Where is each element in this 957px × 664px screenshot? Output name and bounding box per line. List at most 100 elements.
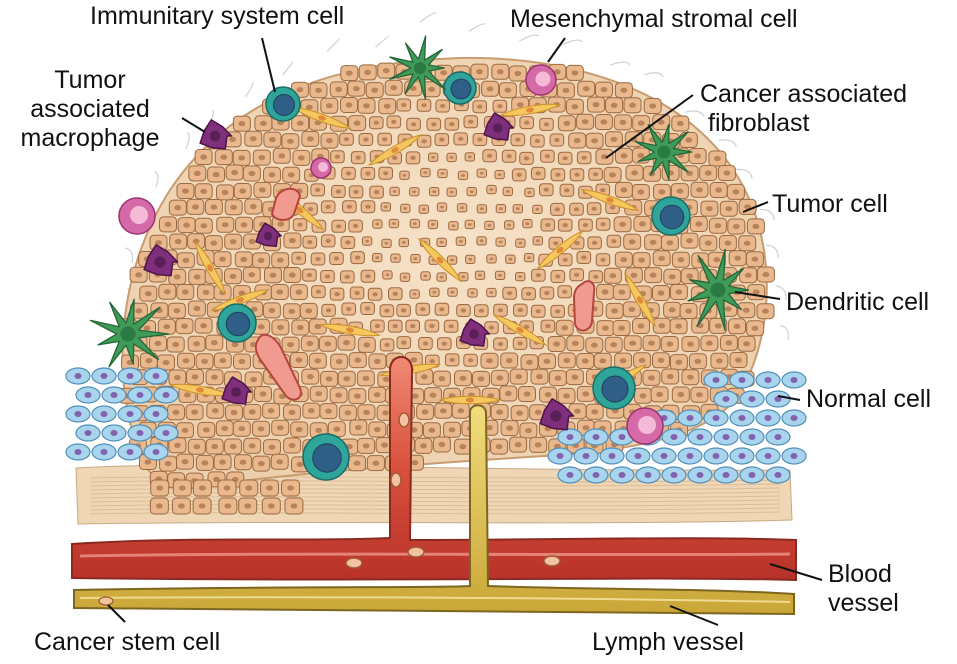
tumor-cell-nucleus: [183, 222, 191, 228]
tumor-cell-nucleus: [402, 173, 407, 177]
tumor-cell-nucleus: [238, 155, 246, 161]
tumor-cell-nucleus: [345, 171, 352, 176]
tumor-cell-nucleus: [295, 289, 303, 295]
normal-cell-nucleus: [748, 434, 756, 440]
tumor-cell-nucleus: [590, 342, 598, 348]
tumor-cell-nucleus: [497, 173, 502, 177]
tumor-cell-nucleus: [250, 376, 257, 383]
tumor-cell-nucleus: [173, 274, 181, 280]
tumor-cell-nucleus: [335, 359, 343, 365]
dendritic-cells: [89, 35, 750, 368]
normal-cell-nucleus: [670, 472, 678, 478]
tumor-cell-nucleus: [155, 503, 163, 509]
tumor-cell-nucleus: [668, 274, 676, 280]
cancer-associated-fibroblast: [580, 189, 640, 211]
tumor-cell-nucleus: [609, 205, 616, 210]
tumor-cell-nucleus: [592, 172, 599, 177]
tumor-cell-nucleus: [479, 171, 484, 175]
tumor-cell-nucleus: [229, 443, 237, 450]
tumor-cell-nucleus: [248, 272, 256, 278]
normal-cell-nucleus: [738, 377, 746, 383]
tumor-cell-nucleus: [276, 425, 284, 431]
tumor-cell-nucleus: [694, 153, 701, 159]
normal-cell-nucleus: [790, 453, 798, 459]
normal-cell-nucleus: [152, 411, 160, 417]
tumor-cell-nucleus: [629, 340, 637, 346]
tumor-cell-nucleus: [221, 425, 229, 431]
tumor-cell-nucleus: [461, 174, 465, 177]
fibroblast-nucleus: [236, 297, 244, 303]
normal-cell-nucleus: [126, 411, 134, 417]
tumor-cell-nucleus: [695, 221, 703, 227]
label-mesenchymal-stromal-cell: Mesenchymal stromal cell: [510, 5, 798, 33]
tumor-cell-nucleus: [244, 503, 252, 509]
tumor-cell-nucleus: [704, 170, 712, 176]
fiber-stroke: [735, 168, 753, 179]
tumor-cell-nucleus: [325, 308, 332, 313]
tumor-cell-nucleus: [239, 459, 247, 465]
tumor-cell-nucleus: [383, 205, 388, 209]
tumor-cell-nucleus: [192, 204, 199, 210]
tumor-cell-nucleus: [459, 375, 467, 381]
tumor-cell-nucleus: [382, 68, 390, 74]
tumor-cell-nucleus: [287, 485, 294, 491]
tumor-cell-nucleus: [346, 204, 353, 209]
tumor-cell-nucleus: [581, 255, 587, 260]
tumor-cell-nucleus: [385, 273, 390, 277]
tumor-cell-nucleus: [487, 224, 492, 227]
fiber-stroke: [765, 244, 779, 258]
normal-cell-nucleus: [738, 453, 746, 459]
tumor-cell-nucleus: [202, 289, 210, 295]
tumor-cell-nucleus: [354, 255, 361, 260]
tumor-cell-nucleus: [582, 425, 590, 431]
tumor-cell-nucleus: [392, 222, 396, 225]
label-dendritic-cell: Dendritic cell: [786, 288, 930, 316]
tumor-cell-nucleus: [733, 323, 741, 329]
tumor-cell-nucleus: [421, 409, 429, 415]
tumor-cell-nucleus: [373, 190, 380, 195]
tumor-cell-nucleus: [372, 460, 380, 466]
tumor-cell-nucleus: [715, 187, 723, 193]
tumor-cell-nucleus: [201, 460, 209, 466]
tumor-cell-nucleus: [657, 357, 665, 363]
tumor-cell-nucleus: [696, 392, 703, 398]
tumor-cell-nucleus: [505, 357, 513, 364]
tumor-cell-nucleus: [440, 205, 444, 209]
tumor-cell-nucleus: [561, 325, 569, 331]
tumor-cell-nucleus: [248, 443, 256, 449]
tumor-cell-nucleus: [438, 376, 446, 382]
tumor-cell-nucleus: [752, 223, 760, 229]
msc-nucleus: [130, 206, 148, 224]
tumor-cell-nucleus: [515, 137, 521, 142]
tumor-cell-nucleus: [257, 461, 265, 467]
tumor-cell-nucleus: [676, 188, 684, 194]
tumor-cell-nucleus: [326, 138, 333, 144]
tumor-cell-nucleus: [732, 189, 740, 195]
fiber-stroke: [468, 23, 487, 32]
tumor-cell-nucleus: [315, 87, 322, 93]
tumor-cell-nucleus: [219, 459, 227, 465]
tumor-cell-nucleus: [336, 224, 342, 229]
tumor-cell-nucleus: [198, 503, 206, 509]
tumor-cell-nucleus: [277, 221, 285, 227]
tumor-cell-nucleus: [333, 256, 340, 261]
tumor-cell-nucleus: [307, 240, 313, 245]
tumor-cell-nucleus: [363, 342, 371, 348]
tumor-cell-nucleus: [382, 137, 388, 142]
tumor-cell-nucleus: [314, 323, 322, 330]
tumor-cell-nucleus: [704, 240, 712, 246]
tumor-cell-nucleus: [675, 359, 683, 365]
tumor-cell-nucleus: [668, 307, 676, 313]
normal-cell-nucleus: [100, 373, 108, 379]
tumor-cell-nucleus: [334, 154, 341, 159]
tumor-cell-nucleus: [238, 121, 246, 127]
tumor-cell-nucleus: [181, 323, 188, 329]
tumor-cell-nucleus: [238, 426, 246, 432]
tumor-cell-nucleus: [400, 308, 407, 313]
label-tam-line-1: Tumor: [54, 66, 126, 94]
tumor-cell-nucleus: [714, 155, 721, 162]
fibroblast-nucleus: [466, 397, 474, 403]
tumor-cell-nucleus: [714, 223, 722, 229]
tumor-cell-nucleus: [372, 292, 378, 297]
